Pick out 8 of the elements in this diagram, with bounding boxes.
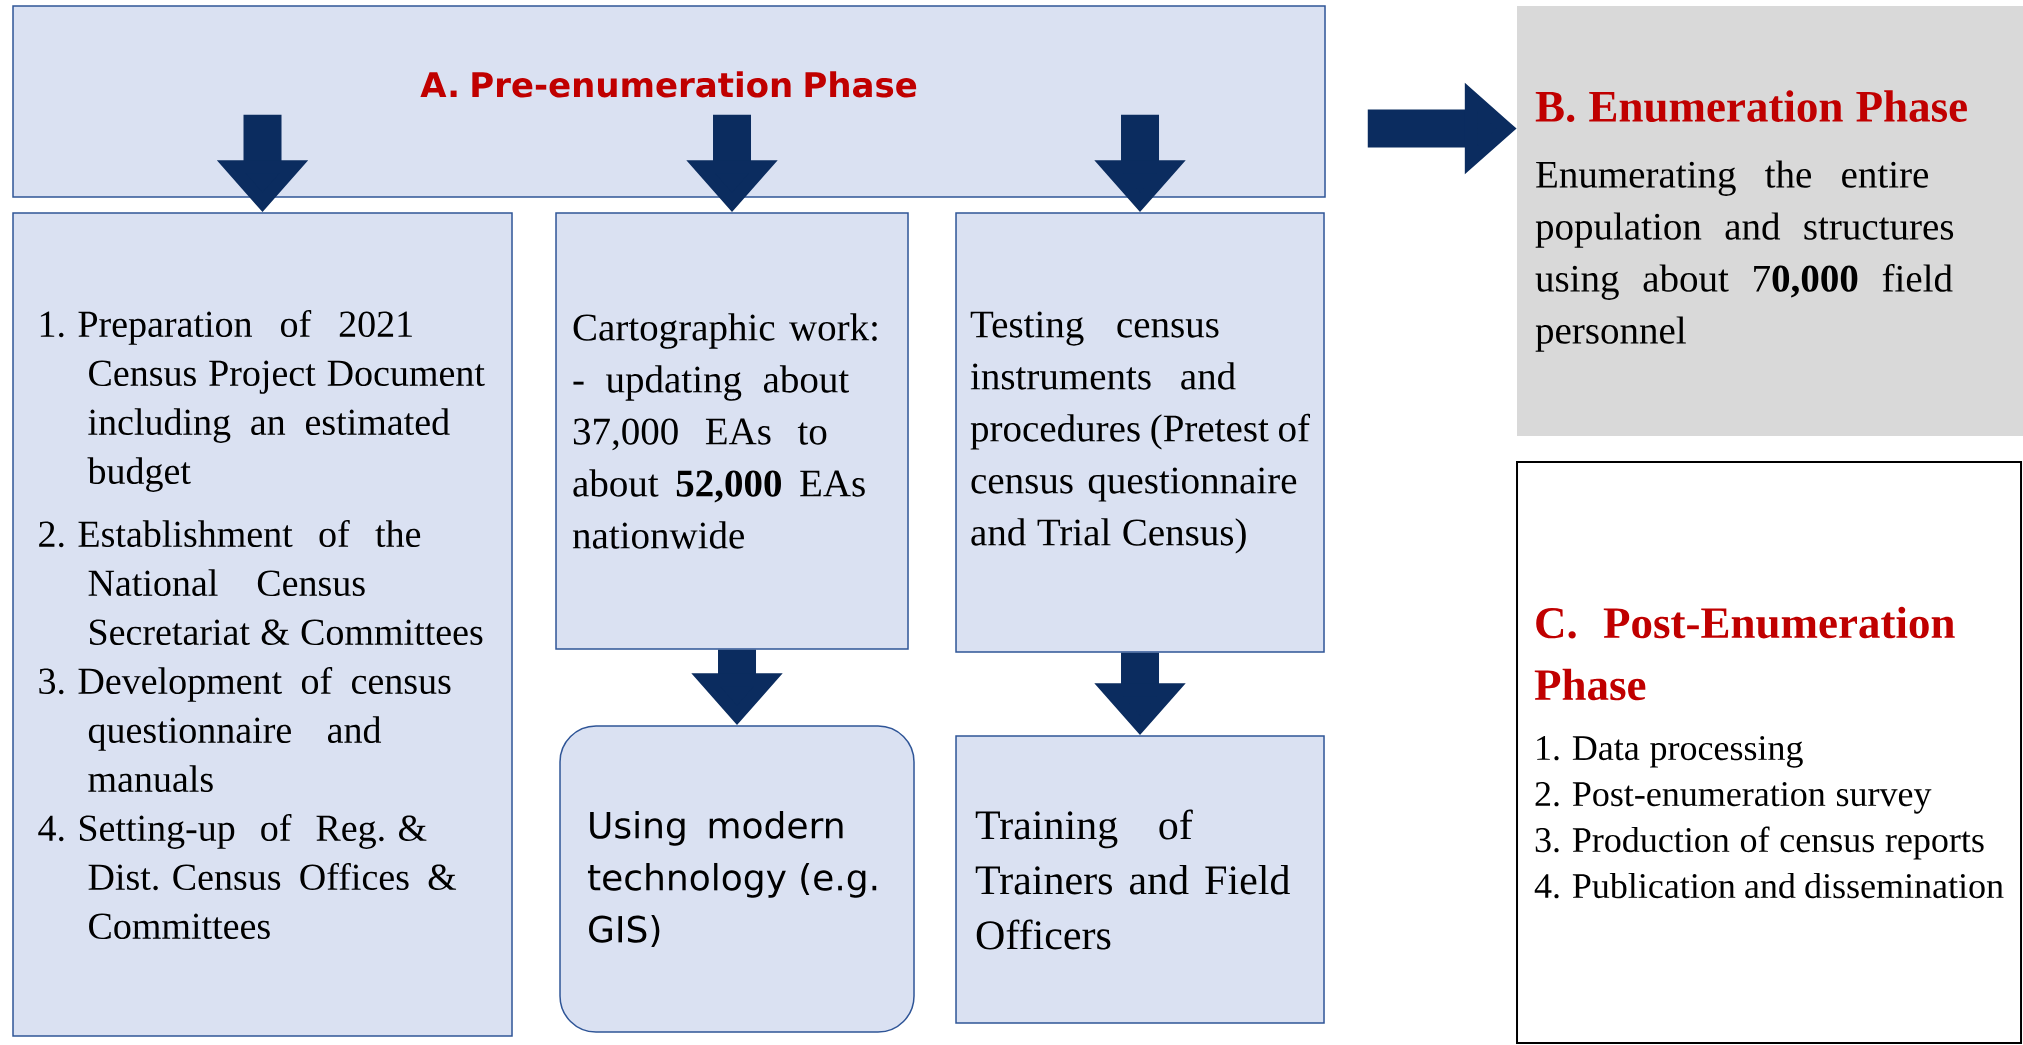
task-box: Cartographic work: - updating about 37,000 EAs to about 52,000 EAs nationwide xyxy=(555,212,909,650)
task-box: Training of Trainers and Field Officers xyxy=(955,735,1325,1024)
task-box: Using modern technology (e.g. GIS) xyxy=(559,725,915,1033)
list-box: 1. Preparation of 2021 Census Project Document including an estimated budget 2. Establishment of the National Census Secretariat & Committees 3. Development of census questionnaire and manuals 4. Setting-up of Reg. & Dist. Census Offices & Committees xyxy=(12,212,513,1037)
phase-box: C. Post-Enumeration Phase 1. Data processing 2. Post-enumeration survey 3. Production of census reports 4. Publication and dissemination xyxy=(1516,461,2022,1044)
task-box: Testing census instruments and procedures (Pretest of census questionnaire and Trial Census) xyxy=(955,212,1325,653)
phase-box: B. Enumeration Phase Enumerating the entire population and structures using about 70,000 field personnel xyxy=(1517,6,2023,436)
phase-box: A. Pre-enumeration Phase xyxy=(12,5,1326,198)
